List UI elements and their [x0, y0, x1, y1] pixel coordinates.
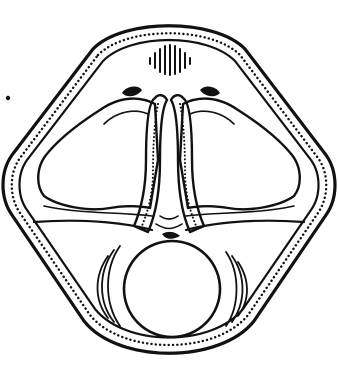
stray-ink-dot: [6, 96, 10, 100]
right-dark-mark: [200, 86, 220, 96]
foramen-circle: [124, 241, 220, 337]
central-loop-right: [171, 95, 204, 232]
loop-base-marks: [156, 216, 182, 229]
right-lobe: [180, 99, 300, 210]
right-lobe-inner-fold: [190, 111, 234, 124]
left-lobe-inner-fold: [104, 111, 148, 124]
hatched-mark: [150, 45, 190, 75]
left-lobe-lower-fold: [44, 206, 152, 216]
dotted-border: [12, 33, 327, 345]
right-lobe-lower-fold: [186, 206, 294, 216]
left-lobe: [38, 99, 158, 210]
central-loop-left: [134, 95, 167, 232]
right-curve-lines: [226, 252, 247, 326]
left-dark-mark: [122, 86, 142, 96]
loop-base-dark-mark: [162, 232, 180, 239]
